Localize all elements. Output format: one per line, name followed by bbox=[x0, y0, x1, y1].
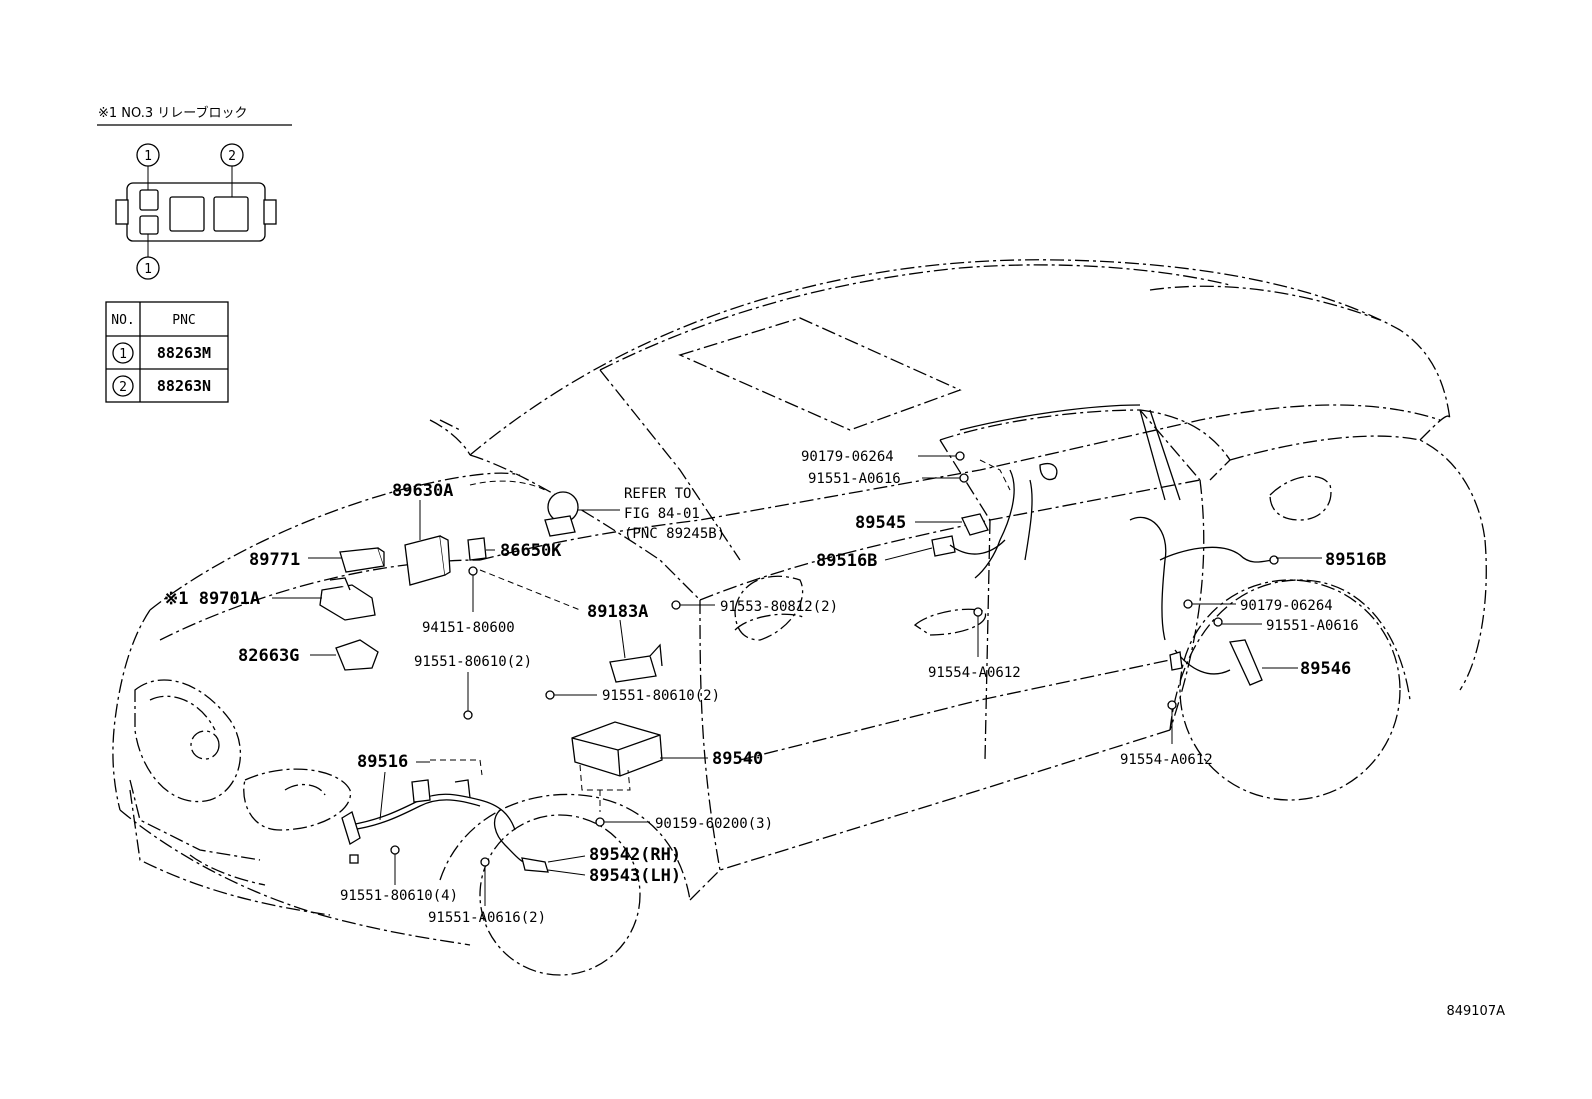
callout-89545: 89545 bbox=[855, 513, 906, 533]
bolt-91551-A0616 bbox=[480, 857, 490, 867]
bolt-91551-A0616-a bbox=[959, 473, 969, 483]
nut-90179-b bbox=[1183, 599, 1193, 609]
part-89546 bbox=[1229, 639, 1263, 686]
relay-marker-label: 2 bbox=[228, 149, 236, 164]
callout-90179-06264: 90179-06264 bbox=[1240, 598, 1333, 614]
relay-marker-label: 1 bbox=[144, 262, 152, 277]
pnc-table: NO. PNC 1 88263M 2 88263N bbox=[105, 301, 229, 403]
callout-89701A: ※1 89701A bbox=[164, 589, 260, 609]
bolt-91551-80610 bbox=[545, 690, 555, 700]
callout-86650K: 86650K bbox=[500, 541, 562, 561]
nut-90179-a bbox=[955, 451, 965, 461]
pnc-table-row-no: 2 bbox=[119, 380, 127, 395]
bolt-91553 bbox=[671, 600, 681, 610]
callout-91551-A0616: 91551-A0616 bbox=[1266, 618, 1359, 634]
pnc-table-row-pnc: 88263N bbox=[157, 377, 211, 395]
pnc-table-header-pnc: PNC bbox=[172, 313, 195, 328]
part-89630A bbox=[404, 535, 446, 586]
parts-sketches bbox=[319, 451, 1279, 873]
callout-94151-80600: 94151-80600 bbox=[422, 620, 515, 636]
callout-82663G: 82663G bbox=[238, 646, 299, 666]
refer-note-line1: REFER TO bbox=[624, 486, 691, 502]
leader-lines bbox=[272, 455, 1322, 906]
callout-91551-A0616: 91551-A0616 bbox=[808, 471, 901, 487]
bolt-91551-A0616-b bbox=[1213, 617, 1223, 627]
pnc-table-header-no: NO. bbox=[111, 313, 134, 328]
bolt-90159 bbox=[595, 817, 605, 827]
bolt-91551-80610 bbox=[463, 710, 473, 720]
part-89542-89543 bbox=[521, 857, 549, 873]
relay-block-title: ※1 NO.3 リレーブロック bbox=[98, 105, 247, 121]
callout-91553-80812: 91553-80812(2) bbox=[720, 599, 838, 615]
part-82663G bbox=[335, 639, 379, 671]
part-89516 bbox=[341, 811, 361, 845]
callout-91551-A0616-2: 91551-A0616(2) bbox=[428, 910, 546, 926]
callout-89546: 89546 bbox=[1300, 659, 1351, 679]
callout-89516B: 89516B bbox=[816, 551, 877, 571]
pnc-table-row-no: 1 bbox=[119, 347, 127, 362]
callout-89771: 89771 bbox=[249, 550, 300, 570]
nut-94151 bbox=[468, 566, 478, 576]
relay-marker-label: 1 bbox=[144, 149, 152, 164]
callout-91554-A0612: 91554-A0612 bbox=[1120, 752, 1213, 768]
callout-90179-06264: 90179-06264 bbox=[801, 449, 894, 465]
callout-89540: 89540 bbox=[712, 749, 763, 769]
callout-89516: 89516 bbox=[357, 752, 408, 772]
callout-89183A: 89183A bbox=[587, 602, 648, 622]
refer-note-line3: (PNC 89245B) bbox=[624, 526, 725, 542]
part-89771 bbox=[339, 547, 385, 573]
relay-block-inset: ※1 NO.3 リレーブロック 1 2 1 bbox=[97, 105, 292, 280]
callout-91554-A0612: 91554-A0612 bbox=[928, 665, 1021, 681]
car-outline bbox=[112, 259, 1487, 976]
callout-91551-80610: 91551-80610(2) bbox=[602, 688, 720, 704]
callout-labels: 89630A 89771 ※1 89701A 82663G 86650K 941… bbox=[164, 449, 1386, 926]
callout-89630A: 89630A bbox=[392, 481, 453, 501]
callout-89543: 89543(LH) bbox=[589, 866, 681, 886]
part-89545 bbox=[961, 513, 989, 536]
figure-id: 849107A bbox=[1446, 1004, 1505, 1019]
callout-91551-80610: 91551-80610(2) bbox=[414, 654, 532, 670]
callout-90159-60200: 90159-60200(3) bbox=[655, 816, 773, 832]
callout-91551-80610-4: 91551-80610(4) bbox=[340, 888, 458, 904]
bolt-91554-a bbox=[973, 607, 983, 617]
callout-89542: 89542(RH) bbox=[589, 845, 681, 865]
part-89701A bbox=[319, 584, 376, 621]
part-86650K bbox=[467, 537, 487, 561]
part-89183A bbox=[609, 655, 657, 683]
bolt-91554-b bbox=[1167, 700, 1177, 710]
pnc-table-row-pnc: 88263M bbox=[157, 344, 211, 362]
callout-89516B: 89516B bbox=[1325, 550, 1386, 570]
bolt-91551-80610-4 bbox=[390, 845, 400, 855]
refer-note-line2: FIG 84-01 bbox=[624, 506, 700, 522]
